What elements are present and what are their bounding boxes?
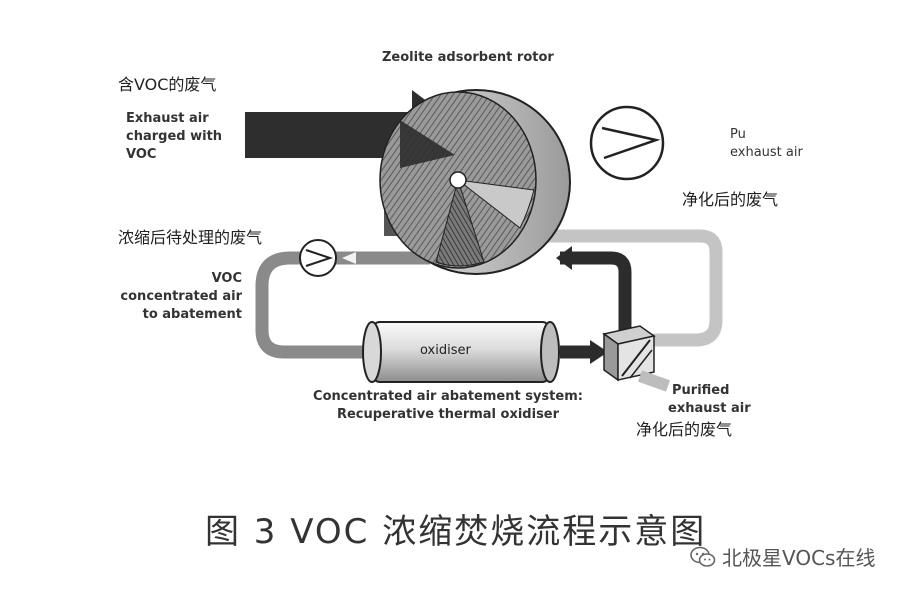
oxidiser-outlet [560, 340, 608, 364]
purified-top-label-en-line: Pu [730, 127, 746, 142]
purified-bottom-label-cn: 净化后的废气 [636, 420, 733, 439]
system-label-line: Concentrated air abatement system: [313, 389, 583, 404]
system-label: Concentrated air abatement system: Recup… [296, 388, 600, 424]
inlet-label-cn: 含VOC的废气 [118, 75, 217, 94]
purified-top-label-cn: 净化后的废气 [682, 190, 779, 209]
purified-top-label-en: Pu exhaust air [730, 126, 803, 162]
exhaust-fan-icon [589, 105, 665, 181]
oxidiser-label: oxidiser [420, 343, 471, 358]
concentrated-air-loop [255, 251, 430, 359]
zeolite-rotor [379, 89, 571, 275]
purified-top-label-en-line: exhaust air [730, 145, 803, 160]
inlet-label-en: Exhaust air charged with VOC [126, 110, 222, 164]
purified-outlet-arrow [637, 370, 671, 392]
concentrated-label-en-line: concentrated air [120, 289, 242, 304]
hot-air-return [556, 246, 632, 330]
wechat-icon [690, 546, 716, 567]
inlet-label-en-line: VOC [126, 147, 157, 162]
purified-bottom-label-en-line: exhaust air [668, 401, 751, 416]
purified-bottom-label-en: Purified exhaust air [668, 382, 751, 418]
fan-icon [299, 239, 337, 277]
watermark-text: 北极星VOCs在线 [722, 546, 876, 570]
heat-exchanger [602, 325, 656, 382]
inlet-label-en-line: charged with [126, 129, 223, 144]
system-label-line: Recuperative thermal oxidiser [336, 407, 560, 422]
concentrated-label-en-line: VOC [211, 271, 242, 286]
diagram-title: Zeolite adsorbent rotor [382, 50, 554, 65]
concentrated-label-en: VOC concentrated air to abatement [118, 270, 242, 324]
oxidiser-cylinder [362, 321, 560, 383]
watermark: 北极星VOCs在线 [690, 542, 875, 571]
figure-caption: 图 3 VOC 浓缩焚烧流程示意图 [205, 512, 707, 552]
concentrated-label-cn: 浓缩后待处理的废气 [118, 228, 263, 247]
concentrated-label-en-line: to abatement [142, 307, 242, 322]
purified-bottom-label-en-line: Purified [672, 383, 730, 398]
inlet-label-en-line: Exhaust air [126, 111, 209, 126]
